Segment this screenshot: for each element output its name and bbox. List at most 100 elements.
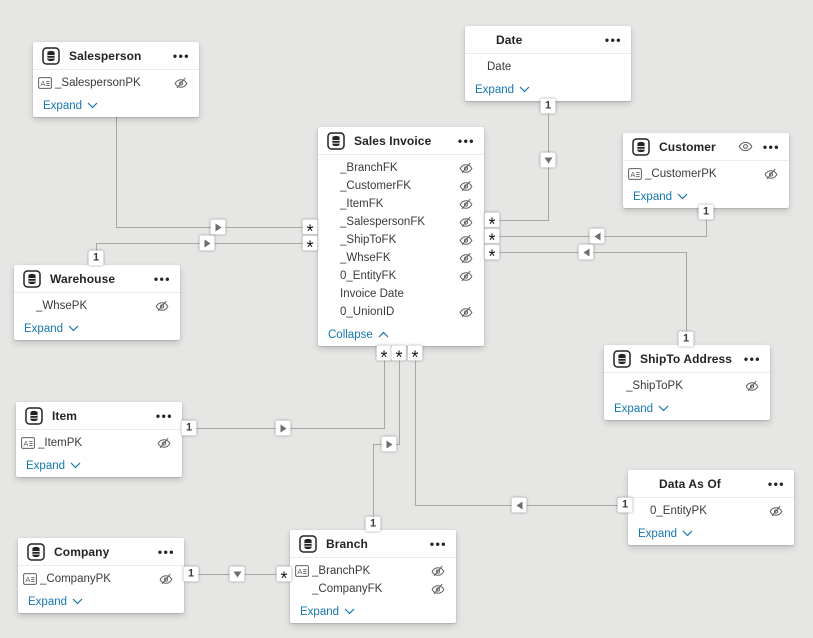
hidden-eye-icon[interactable] xyxy=(155,299,169,313)
table-header[interactable]: Sales Invoice ••• xyxy=(318,127,484,155)
relationship-line-date-sales-invoice[interactable] xyxy=(484,220,549,221)
expand-collapse-link[interactable]: Expand xyxy=(14,317,180,340)
table-header[interactable]: Date ••• xyxy=(465,26,631,54)
field-row[interactable]: _WhseFK xyxy=(318,249,484,267)
cardinality-many-marker[interactable]: * xyxy=(276,566,292,588)
table-header[interactable]: Data As Of ••• xyxy=(628,470,794,498)
filter-direction-arrow-right-icon[interactable] xyxy=(199,235,215,251)
field-row[interactable]: Date xyxy=(465,58,631,76)
table-card-shipto-address[interactable]: ShipTo Address ••• _ShipToPK Expand xyxy=(604,345,770,420)
filter-direction-arrow-left-icon[interactable] xyxy=(578,244,594,260)
cardinality-one-marker[interactable]: 1 xyxy=(540,98,556,114)
table-card-salesperson[interactable]: Salesperson ••• A _SalespersonPK Expand xyxy=(33,42,199,117)
hidden-eye-icon[interactable] xyxy=(459,197,473,211)
more-options-icon[interactable]: ••• xyxy=(457,133,475,148)
filter-direction-arrow-down-icon[interactable] xyxy=(540,152,556,168)
cardinality-one-marker[interactable]: 1 xyxy=(181,420,197,436)
expand-collapse-link[interactable]: Expand xyxy=(623,185,789,208)
table-card-company[interactable]: Company ••• A _CompanyPK Expand xyxy=(18,538,184,613)
expand-collapse-link[interactable]: Expand xyxy=(16,454,182,477)
field-row[interactable]: _ItemFK xyxy=(318,195,484,213)
relationship-line-customer-sales-invoice[interactable] xyxy=(706,206,707,237)
table-header[interactable]: Salesperson ••• xyxy=(33,42,199,70)
expand-collapse-link[interactable]: Expand xyxy=(33,94,199,117)
hidden-eye-icon[interactable] xyxy=(764,167,778,181)
relationship-line-item-sales-invoice[interactable] xyxy=(384,346,385,429)
cardinality-one-marker[interactable]: 1 xyxy=(678,331,694,347)
more-options-icon[interactable]: ••• xyxy=(155,408,173,423)
cardinality-many-marker[interactable]: * xyxy=(302,235,318,257)
field-row[interactable]: _BranchFK xyxy=(318,159,484,177)
relationship-line-salesperson-sales-invoice[interactable] xyxy=(116,113,117,228)
more-options-icon[interactable]: ••• xyxy=(743,351,761,366)
cardinality-many-marker[interactable]: * xyxy=(484,244,500,266)
hidden-eye-icon[interactable] xyxy=(459,215,473,229)
hidden-eye-icon[interactable] xyxy=(459,269,473,283)
more-options-icon[interactable]: ••• xyxy=(157,544,175,559)
cardinality-one-marker[interactable]: 1 xyxy=(698,204,714,220)
table-card-branch[interactable]: Branch ••• A _BranchPK _CompanyFK xyxy=(290,530,456,623)
relationship-line-branch-sales-invoice[interactable] xyxy=(373,444,374,531)
hidden-eye-icon[interactable] xyxy=(431,564,445,578)
more-options-icon[interactable]: ••• xyxy=(604,32,622,47)
more-options-icon[interactable]: ••• xyxy=(172,48,190,63)
hidden-eye-icon[interactable] xyxy=(745,379,759,393)
cardinality-many-marker[interactable]: * xyxy=(391,345,407,367)
more-options-icon[interactable]: ••• xyxy=(429,536,447,551)
field-row[interactable]: 0_EntityPK xyxy=(628,502,794,520)
table-header[interactable]: Warehouse ••• xyxy=(14,265,180,293)
more-options-icon[interactable]: ••• xyxy=(153,271,171,286)
hidden-eye-icon[interactable] xyxy=(459,251,473,265)
filter-direction-arrow-down-icon[interactable] xyxy=(229,566,245,582)
field-row[interactable]: _SalespersonFK xyxy=(318,213,484,231)
table-card-warehouse[interactable]: Warehouse ••• _WhsePK Expand xyxy=(14,265,180,340)
table-header[interactable]: Branch ••• xyxy=(290,530,456,558)
expand-collapse-link[interactable]: Expand xyxy=(628,522,794,545)
table-card-data-as-of[interactable]: Data As Of ••• 0_EntityPK Expand xyxy=(628,470,794,545)
table-card-customer[interactable]: Customer ••• A _CustomerPK xyxy=(623,133,789,208)
table-header[interactable]: Customer ••• xyxy=(623,133,789,161)
field-row[interactable]: A _ItemPK xyxy=(16,434,182,452)
filter-direction-arrow-right-icon[interactable] xyxy=(381,436,397,452)
field-row[interactable]: A _BranchPK xyxy=(290,562,456,580)
field-row[interactable]: A _CompanyPK xyxy=(18,570,184,588)
table-card-date[interactable]: Date ••• Date Expand xyxy=(465,26,631,101)
field-row[interactable]: 0_UnionID xyxy=(318,303,484,321)
relationship-line-data-as-of-sales-invoice[interactable] xyxy=(415,346,416,506)
table-header[interactable]: ShipTo Address ••• xyxy=(604,345,770,373)
field-row[interactable]: _CompanyFK xyxy=(290,580,456,598)
hidden-eye-icon[interactable] xyxy=(459,161,473,175)
filter-direction-arrow-left-icon[interactable] xyxy=(589,228,605,244)
cardinality-one-marker[interactable]: 1 xyxy=(183,566,199,582)
cardinality-many-marker[interactable]: * xyxy=(302,219,318,241)
table-card-item[interactable]: Item ••• A _ItemPK Expand xyxy=(16,402,182,477)
field-row[interactable]: _CustomerFK xyxy=(318,177,484,195)
hidden-eye-icon[interactable] xyxy=(174,76,188,90)
hidden-eye-icon[interactable] xyxy=(157,436,171,450)
field-row[interactable]: _ShipToFK xyxy=(318,231,484,249)
cardinality-one-marker[interactable]: 1 xyxy=(617,497,633,513)
hidden-eye-icon[interactable] xyxy=(459,305,473,319)
field-row[interactable]: _WhsePK xyxy=(14,297,180,315)
table-header[interactable]: Item ••• xyxy=(16,402,182,430)
cardinality-one-marker[interactable]: 1 xyxy=(365,516,381,532)
cardinality-one-marker[interactable]: 1 xyxy=(88,250,104,266)
hidden-eye-icon[interactable] xyxy=(769,504,783,518)
visible-eye-icon[interactable] xyxy=(738,139,753,154)
cardinality-many-marker[interactable]: * xyxy=(407,345,423,367)
field-row[interactable]: _ShipToPK xyxy=(604,377,770,395)
expand-collapse-link[interactable]: Expand xyxy=(18,590,184,613)
expand-collapse-link[interactable]: Collapse xyxy=(318,323,484,346)
cardinality-many-marker[interactable]: * xyxy=(484,228,500,250)
expand-collapse-link[interactable]: Expand xyxy=(604,397,770,420)
hidden-eye-icon[interactable] xyxy=(431,582,445,596)
more-options-icon[interactable]: ••• xyxy=(767,476,785,491)
expand-collapse-link[interactable]: Expand xyxy=(290,600,456,623)
filter-direction-arrow-right-icon[interactable] xyxy=(210,219,226,235)
cardinality-many-marker[interactable]: * xyxy=(484,212,500,234)
field-row[interactable]: A _CustomerPK xyxy=(623,165,789,183)
relationship-line-shipto-address-sales-invoice[interactable] xyxy=(686,252,687,346)
cardinality-many-marker[interactable]: * xyxy=(376,345,392,367)
table-header[interactable]: Company ••• xyxy=(18,538,184,566)
hidden-eye-icon[interactable] xyxy=(459,179,473,193)
